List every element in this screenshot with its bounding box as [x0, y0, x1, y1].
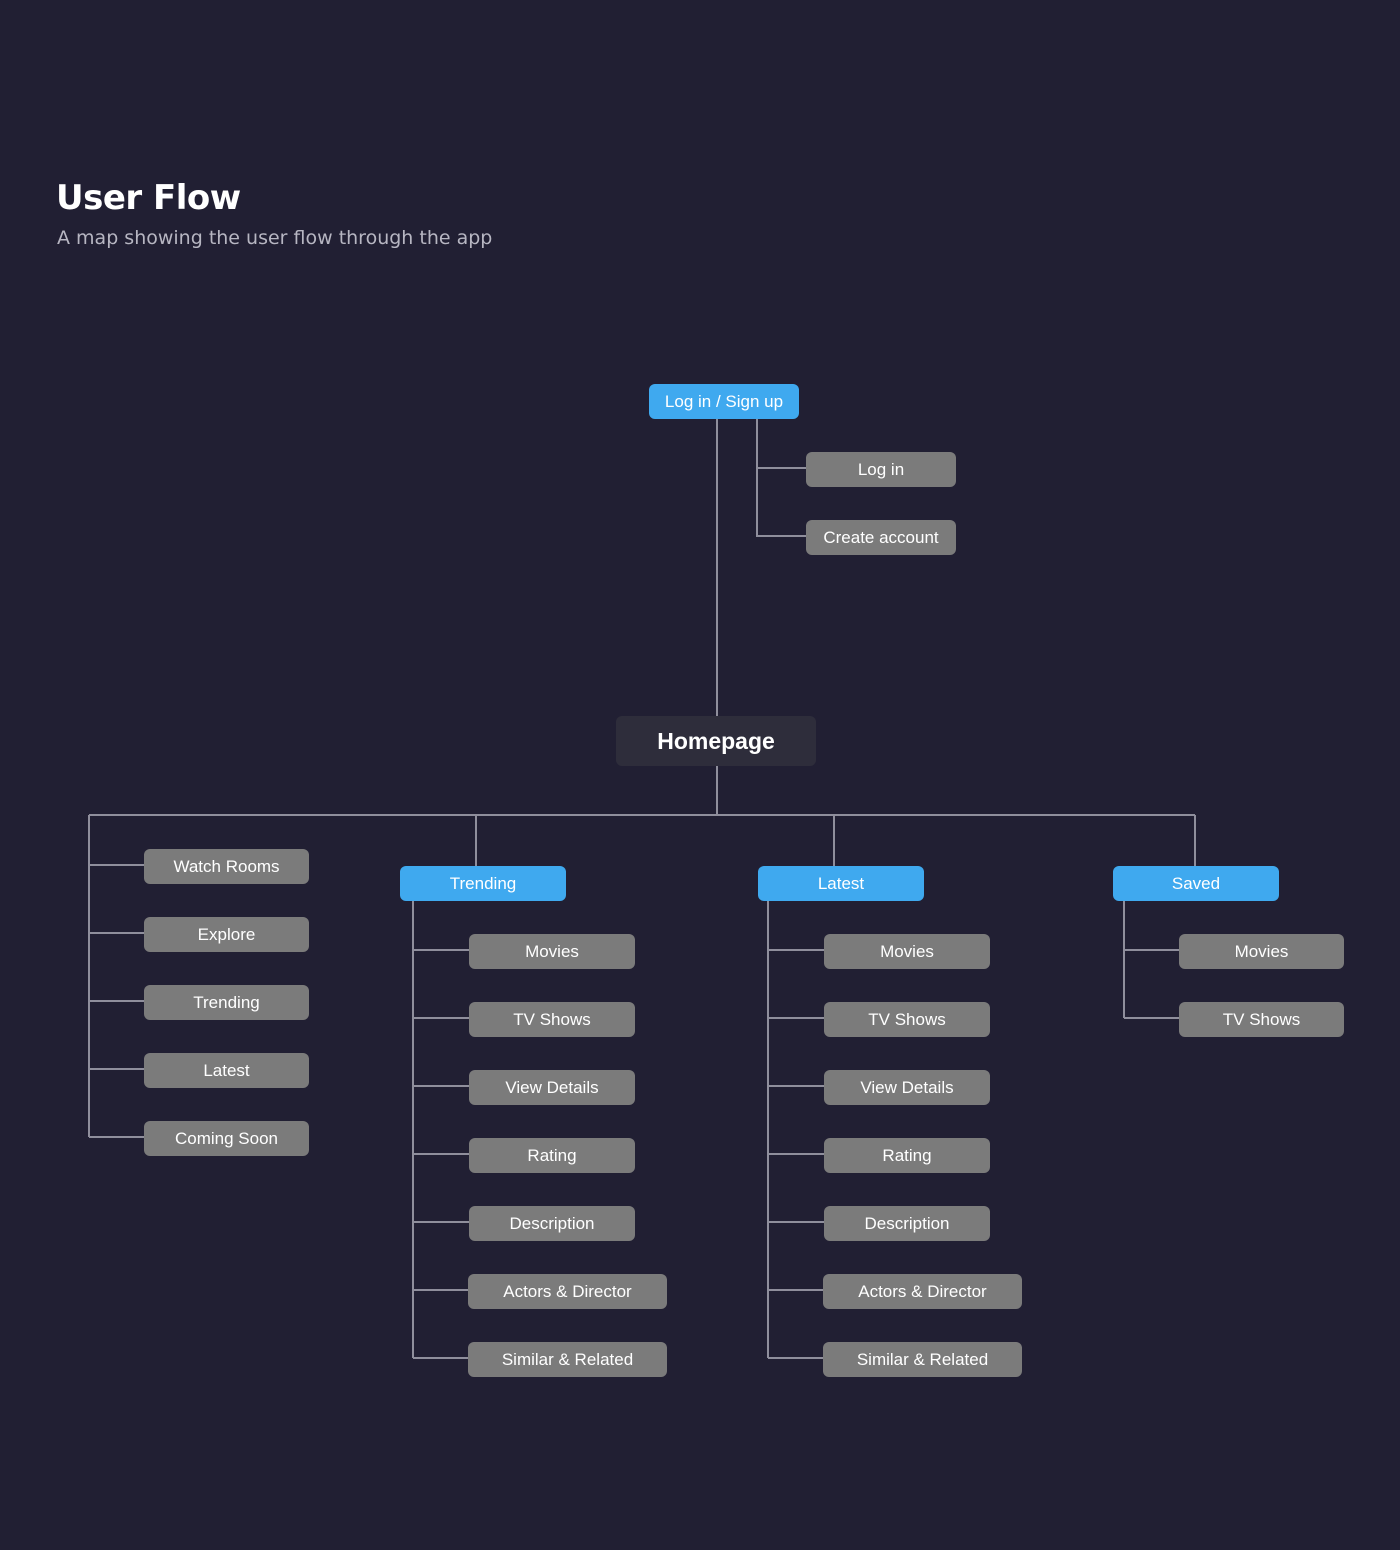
node-saved: Saved: [1113, 866, 1279, 901]
node-latest: Latest: [758, 866, 924, 901]
node-explore: Explore: [144, 917, 309, 952]
node-latest-movies: Movies: [824, 934, 990, 969]
node-latest-similar-related: Similar & Related: [823, 1342, 1022, 1377]
node-latest-actors-director: Actors & Director: [823, 1274, 1022, 1309]
node-trending-description: Description: [469, 1206, 635, 1241]
node-saved-movies: Movies: [1179, 934, 1344, 969]
node-menu-latest: Latest: [144, 1053, 309, 1088]
node-login-signup: Log in / Sign up: [649, 384, 799, 419]
node-menu-trending: Trending: [144, 985, 309, 1020]
node-trending-similar-related: Similar & Related: [468, 1342, 667, 1377]
node-homepage: Homepage: [616, 716, 816, 766]
page-subtitle: A map showing the user flow through the …: [57, 227, 493, 249]
node-latest-rating: Rating: [824, 1138, 990, 1173]
node-trending-rating: Rating: [469, 1138, 635, 1173]
node-latest-description: Description: [824, 1206, 990, 1241]
node-create-account: Create account: [806, 520, 956, 555]
node-log-in: Log in: [806, 452, 956, 487]
node-watch-rooms: Watch Rooms: [144, 849, 309, 884]
node-saved-tv-shows: TV Shows: [1179, 1002, 1344, 1037]
node-coming-soon: Coming Soon: [144, 1121, 309, 1156]
node-trending-movies: Movies: [469, 934, 635, 969]
node-trending-tv-shows: TV Shows: [469, 1002, 635, 1037]
node-trending-view-details: View Details: [469, 1070, 635, 1105]
node-trending-actors-director: Actors & Director: [468, 1274, 667, 1309]
page-title: User Flow: [56, 178, 241, 218]
node-latest-tv-shows: TV Shows: [824, 1002, 990, 1037]
node-trending: Trending: [400, 866, 566, 901]
node-latest-view-details: View Details: [824, 1070, 990, 1105]
